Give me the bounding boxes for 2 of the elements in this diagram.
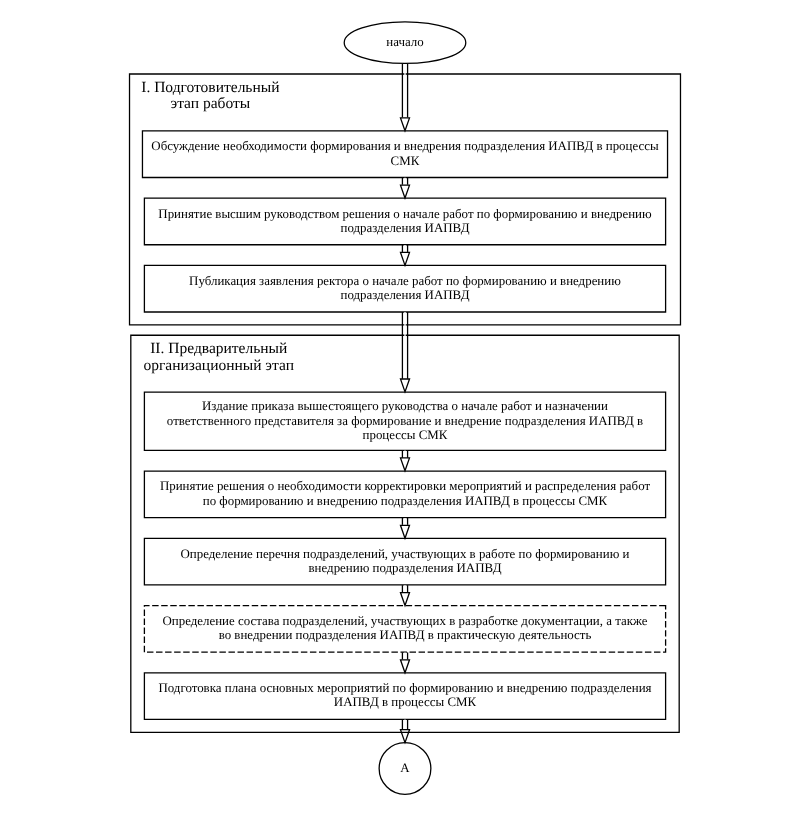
arrow bbox=[399, 311, 411, 394]
arrow bbox=[399, 63, 411, 133]
